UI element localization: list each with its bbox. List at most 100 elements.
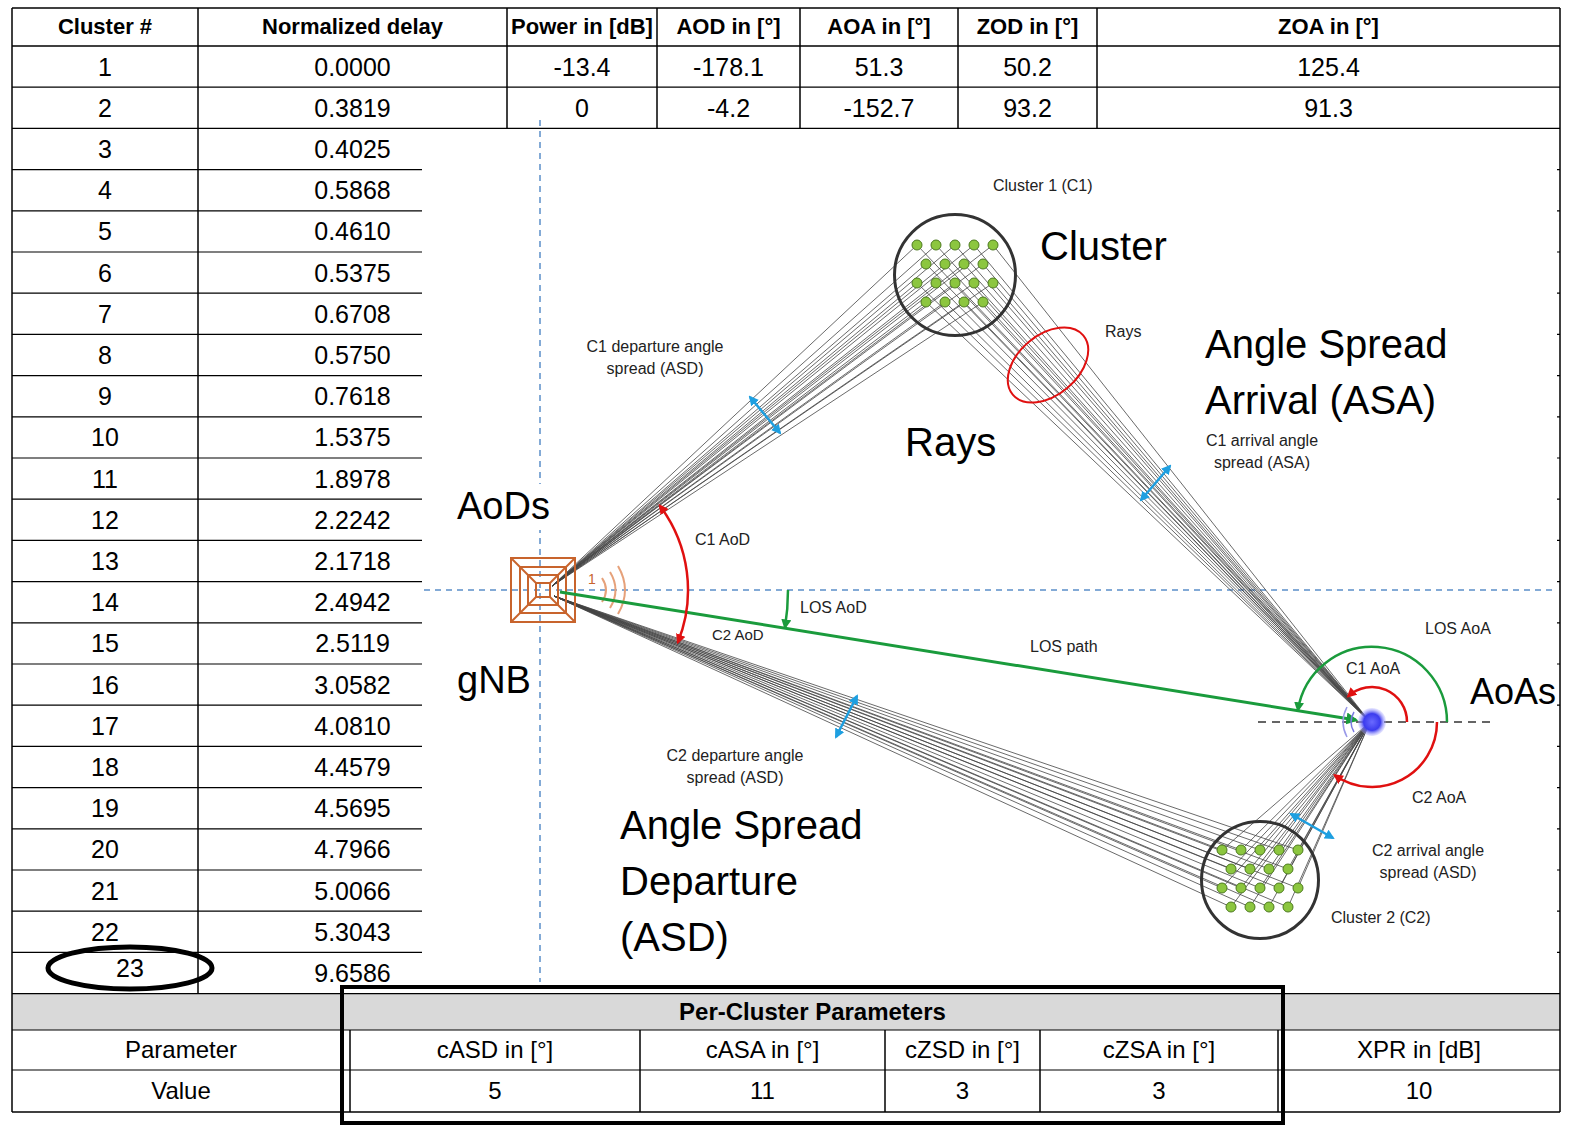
- angle-arc: [1335, 722, 1437, 787]
- table-cell: 4.4579: [198, 752, 507, 782]
- table-cell: 1: [12, 52, 198, 82]
- table-cell: cZSA in [°]: [1040, 1036, 1278, 1065]
- table-cell: 0.7618: [198, 381, 507, 411]
- scatterer-dot: [931, 278, 941, 288]
- table-cell: 13: [12, 546, 198, 576]
- heading-label: AoDs: [455, 484, 552, 530]
- table-rule: [11, 994, 13, 1112]
- table-cell: 20: [12, 834, 198, 864]
- table-cell: 14: [12, 587, 198, 617]
- cluster-label: Cluster 1 (C1): [993, 176, 1093, 195]
- annotation-label: 1: [588, 572, 596, 587]
- table-cell: 4.7966: [198, 834, 507, 864]
- annotation-label: C1 AoA: [1346, 659, 1400, 678]
- ray-line: [552, 264, 945, 586]
- table-cell: 3: [12, 134, 198, 164]
- scatterer-dot: [1226, 902, 1236, 912]
- scatterer-dot: [1217, 883, 1227, 893]
- table-rule: [12, 45, 1560, 47]
- ray-line: [1222, 722, 1370, 850]
- table-cell: -152.7: [800, 93, 958, 123]
- table-cell: 0.5750: [198, 340, 507, 370]
- ray-line: [552, 264, 964, 586]
- scatterer-dot: [1236, 845, 1246, 855]
- table-cell: AOD in [°]: [657, 14, 800, 40]
- ray-line: [1241, 722, 1370, 888]
- table-cell: 125.4: [1097, 52, 1560, 82]
- scatterer-dot: [1236, 883, 1246, 893]
- table-cell: 5.0066: [198, 876, 507, 906]
- table-cell: 5: [12, 216, 198, 246]
- ray-line: [955, 245, 1370, 722]
- heading-label: Rays: [905, 418, 996, 466]
- scatterer-dot: [969, 240, 979, 250]
- table-cell: 0.3819: [198, 93, 507, 123]
- table-rule: [12, 7, 1560, 9]
- cluster-label: Cluster 2 (C2): [1331, 908, 1431, 927]
- ray-line: [1241, 722, 1370, 850]
- table-cell: Normalized delay: [198, 14, 507, 40]
- table-cell: 8: [12, 340, 198, 370]
- table-cell: 19: [12, 793, 198, 823]
- scatterer-dot: [921, 297, 931, 307]
- ray-line: [552, 245, 974, 586]
- table-cell: Cluster #: [12, 14, 198, 40]
- heading-label: Cluster: [1040, 222, 1167, 270]
- table-cell: 0.5375: [198, 258, 507, 288]
- table-cell: 0: [507, 93, 657, 123]
- scatterer-dot: [1226, 864, 1236, 874]
- table-cell: -178.1: [657, 52, 800, 82]
- ray-line: [552, 264, 926, 586]
- table-rule: [349, 1030, 351, 1112]
- table-cell: ZOD in [°]: [958, 14, 1097, 40]
- table-cell: 9: [12, 381, 198, 411]
- table-cell: 0.4610: [198, 216, 507, 246]
- scatterer-dot: [1217, 845, 1227, 855]
- table-rule: [12, 1111, 1560, 1113]
- ray-line: [974, 245, 1370, 722]
- ray-line: [552, 245, 936, 586]
- ray-line: [1250, 722, 1370, 869]
- heading-label: AoAs: [1470, 670, 1556, 713]
- table-rule: [1559, 8, 1561, 994]
- ray-line: [993, 245, 1370, 722]
- box-heading: Per-Cluster Parameters: [344, 998, 1281, 1027]
- ray-line: [1288, 722, 1370, 907]
- table-rule: [1559, 994, 1561, 1112]
- heading-label: Angle Spread Arrival (ASA): [1205, 316, 1505, 428]
- table-cell: 3: [1040, 1077, 1278, 1106]
- annotation-label: LOS path: [1030, 637, 1098, 656]
- circled-cell: 23: [45, 944, 215, 992]
- annotation-label: C2 AoD: [712, 626, 764, 644]
- table-cell: AOA in [°]: [800, 14, 958, 40]
- los-arrow: [560, 592, 1356, 720]
- scatterer-dot: [921, 259, 931, 269]
- ray-line: [917, 245, 1370, 722]
- angle-arcs: [660, 506, 1447, 787]
- scatterer-dot: [1283, 902, 1293, 912]
- table-cell: 17: [12, 711, 198, 741]
- table-cell: 0.0000: [198, 52, 507, 82]
- table-cell: 11: [640, 1077, 885, 1106]
- scatterer-dot: [978, 259, 988, 269]
- scatterer-dot: [1255, 845, 1265, 855]
- annotation-label: C1 departure angle spread (ASD): [570, 336, 740, 379]
- ray-line: [1222, 722, 1370, 888]
- ray-line: [552, 283, 955, 586]
- table-cell: 50.2: [958, 52, 1097, 82]
- scatterer-dot: [1283, 864, 1293, 874]
- ray-line: [552, 245, 917, 586]
- scatterer-dot: [912, 278, 922, 288]
- table-rule: [639, 1030, 641, 1112]
- table-cell: 2.5119: [198, 628, 507, 658]
- table-cell: 16: [12, 670, 198, 700]
- table-cell: cZSD in [°]: [885, 1036, 1040, 1065]
- overlay-panel: [422, 129, 1557, 993]
- ray-line: [936, 245, 1370, 722]
- table-rule: [1039, 1030, 1041, 1112]
- cluster-circle: Cluster 2 (C2): [1200, 820, 1320, 940]
- table-rule: [11, 8, 13, 994]
- table-rule: [197, 8, 199, 994]
- scatterer-dot: [1264, 902, 1274, 912]
